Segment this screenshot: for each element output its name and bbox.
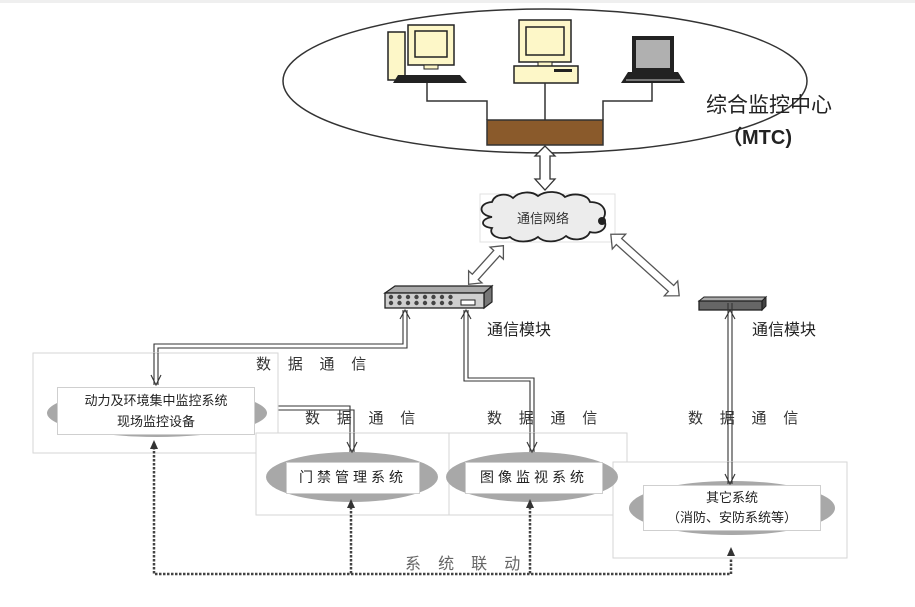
system-power-env-monitoring: 动力及环境集中监控系统 现场监控设备: [57, 387, 255, 435]
switch-port-icon: [431, 300, 436, 306]
switch-port-icon: [422, 294, 428, 300]
switch-port-icon: [439, 300, 445, 306]
system-linkage-lines: [152, 443, 733, 576]
switch-port-icon: [439, 294, 445, 300]
system-name: 图像监视系统: [480, 470, 588, 486]
switch-port-icon: [405, 294, 411, 300]
switch-port-icon: [422, 300, 428, 306]
cloud-node-icon: [598, 217, 606, 225]
switch-port-icon: [414, 300, 419, 306]
data-comm-label-2: 数 据 通 信: [305, 409, 422, 427]
double-arrow-network-module2: [610, 233, 680, 297]
switch-port-icon: [388, 300, 394, 306]
link-module1-video: [463, 310, 535, 449]
comm-module-label-2: 通信模块: [752, 320, 817, 339]
data-comm-label-3: 数 据 通 信: [487, 409, 604, 427]
system-subtitle: （消防、安防系统等）: [666, 511, 797, 526]
system-name: 其它系统: [705, 491, 758, 506]
system-subtitle: 现场监控设备: [116, 415, 195, 430]
linkage-arrowheads: [150, 440, 735, 556]
system-other: 其它系统 （消防、安防系统等）: [643, 485, 821, 531]
comm-module-label-1: 通信模块: [487, 320, 552, 339]
switch-port-icon: [397, 294, 402, 300]
ws-link-1: [426, 83, 488, 120]
switch-port-icon: [388, 294, 394, 300]
system-video-surveillance: 图像监视系统: [465, 462, 603, 494]
switch-port-icon: [405, 300, 411, 306]
double-arrow-mtc-network: [533, 145, 557, 191]
system-name: 动力及环境集中监控系统: [84, 394, 228, 409]
data-comm-label-4: 数 据 通 信: [688, 409, 805, 427]
system-name: 门禁管理系统: [299, 470, 407, 486]
switch-port-icon: [414, 294, 419, 300]
network-hub: [486, 119, 604, 146]
comm-module-switch-icon: [383, 284, 494, 310]
link-module2-other: [727, 303, 733, 481]
system-access-control: 门禁管理系统: [286, 462, 420, 494]
ws-link-3: [602, 83, 653, 120]
mtc-title: 综合监控中心: [706, 93, 832, 117]
network-label: 通信网络: [517, 212, 570, 227]
system-linkage-label: 系 统 联 动: [405, 554, 527, 573]
desktop-tower-pc-icon: [387, 24, 467, 83]
laptop-icon: [621, 36, 685, 83]
switch-port-icon: [448, 294, 453, 300]
switch-port-icon: [397, 300, 402, 306]
data-comm-label-1: 数 据 通 信: [256, 355, 373, 373]
switch-port-icon: [431, 294, 436, 300]
desktop-pc-icon: [513, 19, 579, 84]
switch-port-icon: [448, 300, 453, 306]
double-arrow-network-module1: [467, 244, 505, 286]
mtc-abbreviation: （MTC): [722, 127, 792, 149]
